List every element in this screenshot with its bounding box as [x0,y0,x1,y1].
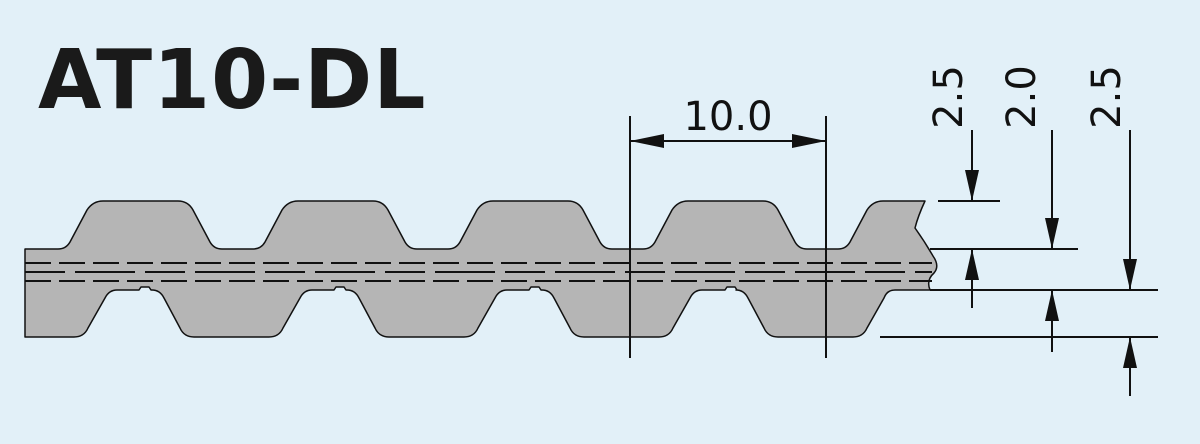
dim-core-arrow-down [1045,218,1059,249]
dim-upper-tooth-arrow-up [965,249,979,280]
dim-lower-tooth-label: 2.5 [1084,65,1130,129]
belt-profile-title: AT10-DL [38,33,427,128]
dim-upper-tooth-arrow-down [965,170,979,201]
dim-lower-tooth-arrow-down [1123,259,1137,290]
pitch-label: 10.0 [683,94,772,140]
belt-body [24,200,938,338]
pitch-arrow-left [630,134,664,148]
pitch-arrow-right [792,134,826,148]
dim-core-label: 2.0 [999,65,1045,129]
dim-core-arrow-up [1045,290,1059,321]
dim-lower-tooth-arrow-up [1123,337,1137,368]
dim-upper-tooth-label: 2.5 [926,65,972,129]
